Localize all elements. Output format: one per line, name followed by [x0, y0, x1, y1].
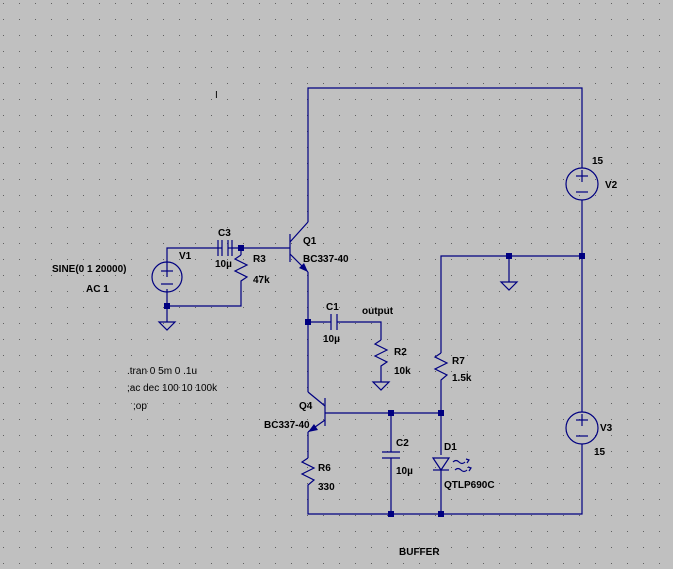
c2-value: 10µ — [396, 466, 413, 477]
q4-transistor-symbol[interactable] — [307, 391, 326, 433]
c1-label: C1 — [326, 302, 339, 313]
c3-label: C3 — [218, 228, 231, 239]
q1-label: Q1 — [303, 236, 317, 247]
c1-capacitor-symbol[interactable] — [327, 314, 341, 330]
ground-symbol-right[interactable] — [499, 281, 519, 291]
v3-value: 15 — [594, 447, 606, 458]
v1-value-line2: AC 1 — [86, 284, 109, 295]
v2-label: V2 — [605, 180, 618, 191]
v3-source-symbol[interactable] — [565, 410, 599, 450]
buffer-comment[interactable]: BUFFER — [399, 547, 440, 558]
v1-value-line1: SINE(0 1 20000) — [52, 264, 127, 275]
v1-source-symbol[interactable] — [151, 261, 183, 293]
r7-resistor-symbol[interactable] — [433, 352, 449, 386]
v1-label: V1 — [179, 251, 192, 262]
wires — [166, 87, 583, 515]
c2-capacitor-symbol[interactable] — [382, 451, 400, 462]
r3-label: R3 — [253, 254, 266, 265]
r2-label: R2 — [394, 347, 407, 358]
r3-value: 47k — [253, 275, 270, 286]
c3-value: 10µ — [215, 259, 232, 270]
ground-symbol-r2[interactable] — [371, 381, 391, 391]
r7-value: 1.5k — [452, 373, 472, 384]
output-net-label: output — [362, 306, 394, 317]
junctions — [164, 245, 585, 517]
r7-label: R7 — [452, 356, 465, 367]
text-cursor-icon: I — [215, 90, 218, 101]
v2-source-symbol[interactable] — [565, 160, 599, 208]
v3-label: V3 — [600, 423, 613, 434]
spice-directive-ac[interactable]: ;ac dec 100 10 100k — [127, 383, 218, 394]
r2-resistor-symbol[interactable] — [373, 339, 389, 372]
d1-led-symbol[interactable] — [431, 457, 472, 473]
q4-value: BC337-40 — [264, 420, 310, 431]
c1-value: 10µ — [323, 334, 340, 345]
d1-value: QTLP690C — [444, 480, 495, 491]
q1-value: BC337-40 — [303, 254, 349, 265]
r2-value: 10k — [394, 366, 411, 377]
ground-symbol-v1[interactable] — [157, 321, 177, 331]
r6-value: 330 — [318, 482, 335, 493]
spice-directive-op[interactable]: ;op — [133, 401, 147, 412]
q1-transistor-symbol[interactable] — [289, 221, 309, 273]
c2-label: C2 — [396, 438, 409, 449]
c3-capacitor-symbol[interactable] — [217, 240, 233, 256]
spice-directive-tran[interactable]: .tran 0 5m 0 .1u — [127, 366, 197, 377]
q4-label: Q4 — [299, 401, 313, 412]
d1-label: D1 — [444, 442, 457, 453]
r6-resistor-symbol[interactable] — [300, 457, 316, 500]
v2-value: 15 — [592, 156, 604, 167]
r3-resistor-symbol[interactable] — [233, 254, 249, 285]
r6-label: R6 — [318, 463, 331, 474]
